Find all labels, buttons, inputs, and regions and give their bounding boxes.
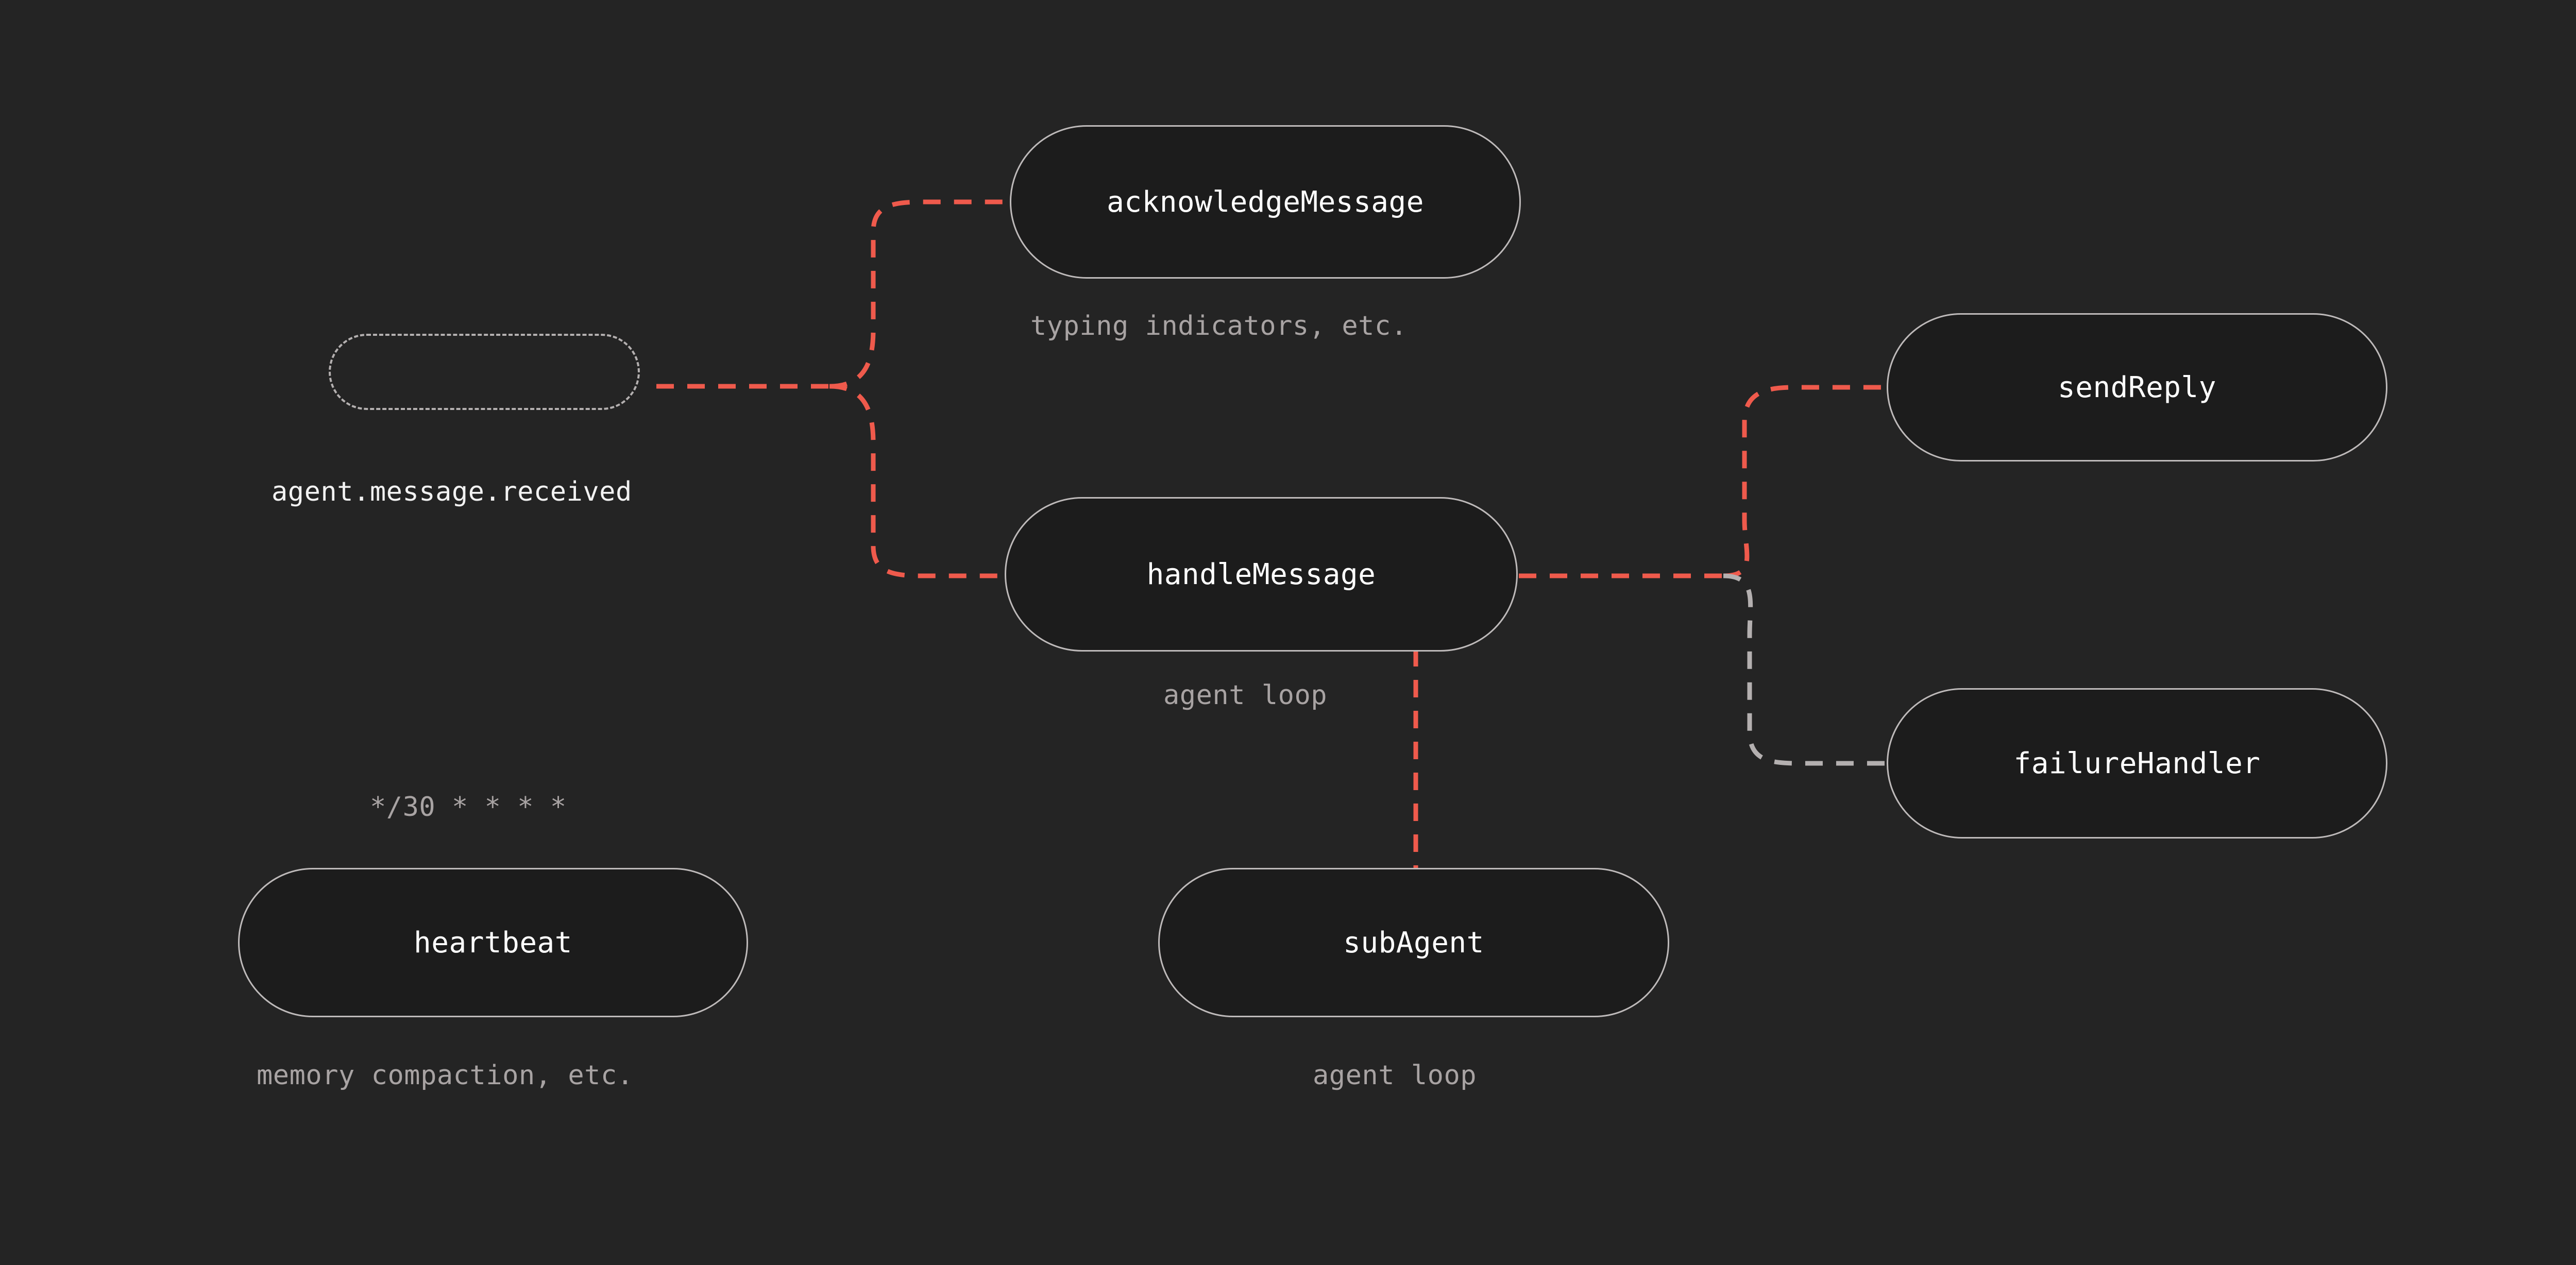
node-failurehandler[interactable]: failureHandler [1887,688,2387,839]
caption-handlemessage: agent loop [1163,680,1328,711]
caption-acknowledgemessage: typing indicators, etc. [1030,311,1408,341]
node-sendreply-label: sendReply [2058,370,2216,404]
caption-subagent: agent loop [1313,1060,1477,1091]
node-failurehandler-label: failureHandler [2013,746,2261,780]
node-trigger[interactable] [329,334,640,410]
node-acknowledgemessage[interactable]: acknowledgeMessage [1010,125,1521,279]
edge-handle-to-failurehandler [1723,573,1886,766]
edge-handle-to-sendreply [1723,385,1886,578]
node-acknowledgemessage-label: acknowledgeMessage [1107,185,1424,219]
caption-heartbeat-schedule: */30 * * * * [370,792,567,823]
caption-trigger: agent.message.received [272,476,632,507]
node-subagent[interactable]: subAgent [1158,868,1669,1017]
node-handlemessage[interactable]: handleMessage [1005,497,1518,652]
edge-trigger-to-acknowledge [829,199,1010,389]
node-sendreply[interactable]: sendReply [1887,313,2387,461]
node-heartbeat[interactable]: heartbeat [238,868,748,1017]
caption-heartbeat: memory compaction, etc. [257,1060,634,1091]
node-heartbeat-label: heartbeat [414,926,572,960]
node-subagent-label: subAgent [1343,926,1484,960]
edge-trigger-to-handle [829,384,1005,578]
node-handlemessage-label: handleMessage [1146,557,1376,591]
